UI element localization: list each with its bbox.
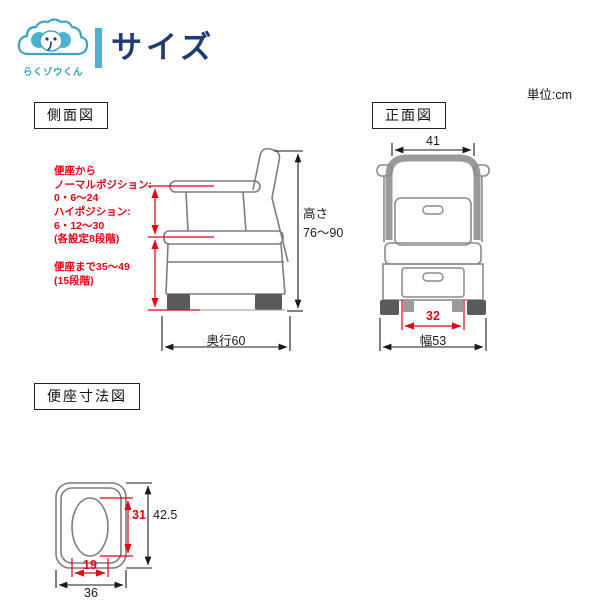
front-view-black-dimensions — [379, 143, 487, 351]
seat-hole-length-label: 31 — [132, 508, 146, 522]
front-top-width-label: 41 — [426, 134, 440, 148]
title-accent-bar — [95, 28, 102, 68]
side-view-black-dimensions — [161, 150, 303, 351]
front-total-width-label: 幅53 — [419, 334, 447, 348]
side-view-red-dimensions — [148, 185, 214, 311]
annotation-line: 0・6〜24 — [54, 192, 99, 205]
front-inner-width-label: 32 — [426, 309, 440, 323]
seat-black-dimensions — [55, 482, 152, 589]
unit-label: 単位:cm — [526, 88, 572, 102]
page-title: サイズ — [111, 30, 216, 65]
seat-position-annotation: 便座から ノーマルポジション: 0・6〜24 ハイポジション: 6・12〜30 … — [54, 165, 152, 247]
front-view-section-label: 正面図 — [372, 102, 446, 129]
annotation-line: 便座まで35〜49 — [54, 261, 130, 273]
depth-dimension-label: 奥行60 — [206, 334, 246, 348]
height-dimension-label: 高さ 76〜90 — [303, 203, 343, 241]
annotation-line: ノーマルポジション: — [54, 178, 152, 191]
seat-total-length-label: 42.5 — [153, 508, 178, 522]
annotation-line: (15段階) — [54, 274, 94, 287]
annotation-line: (各設定8段階) — [54, 233, 120, 246]
front-view-red-dimensions — [401, 300, 465, 330]
seat-view-section-label: 便座寸法図 — [34, 383, 140, 410]
seat-total-width-label: 36 — [84, 586, 98, 600]
front-view-drawing — [376, 154, 490, 315]
mascot-icon — [17, 18, 89, 56]
seat-drawing — [55, 482, 127, 569]
seat-height-annotation: 便座まで35〜49 (15段階) — [54, 261, 130, 288]
annotation-line: 6・12〜30 — [54, 219, 105, 232]
seat-red-dimensions — [71, 497, 133, 577]
brand-logo-label: らくゾウくん — [22, 67, 83, 78]
side-view-section-label: 側面図 — [34, 102, 108, 129]
side-view-drawing — [163, 147, 289, 311]
height-dimension-caption: 高さ — [303, 207, 329, 221]
seat-hole-width-label: 19 — [83, 558, 97, 572]
annotation-line: ハイポジション: — [54, 205, 131, 218]
height-dimension-value: 76〜90 — [303, 226, 344, 240]
annotation-line: 便座から — [54, 165, 96, 177]
brand-logo: らくゾウくん — [14, 17, 92, 78]
